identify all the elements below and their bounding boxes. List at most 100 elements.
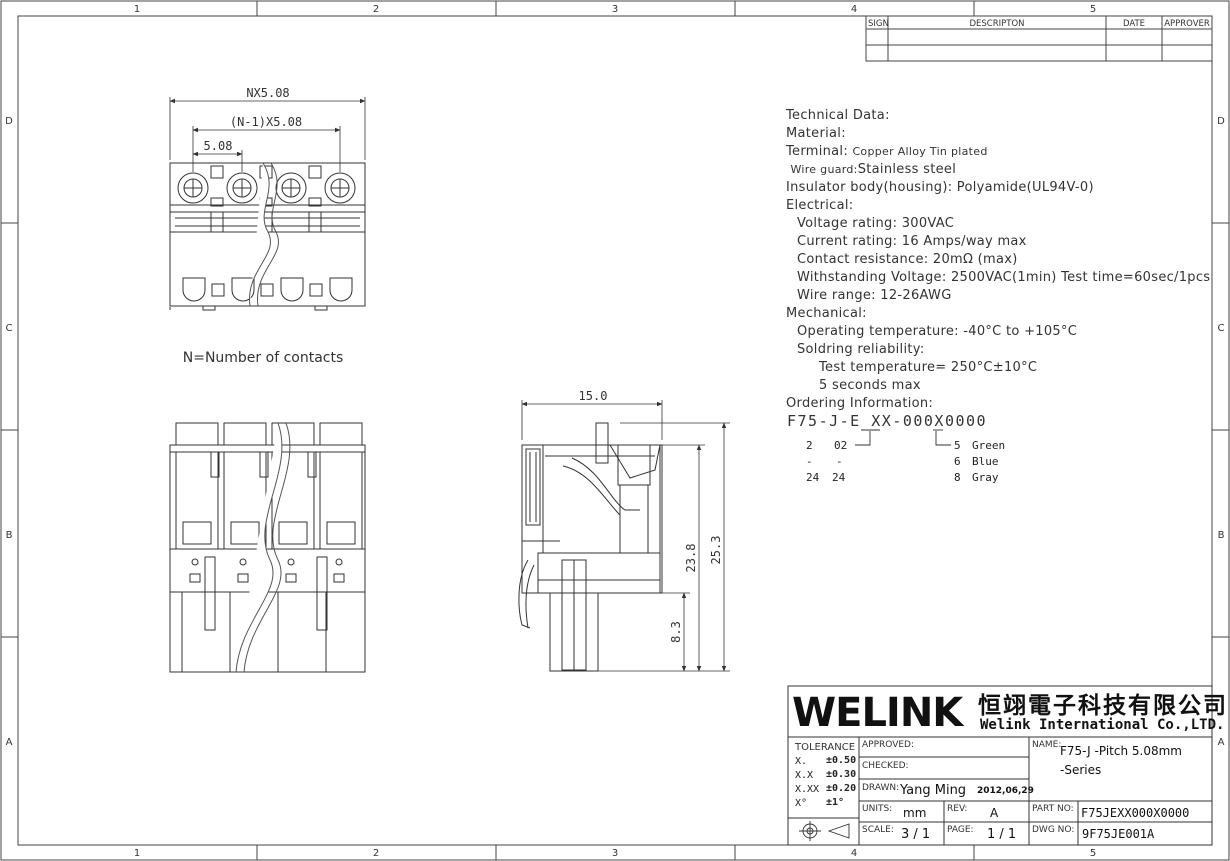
tech-seconds: 5 seconds max	[819, 378, 921, 393]
tech-electrical: Electrical:	[786, 198, 854, 213]
rev-header-sign: SIGN	[868, 19, 889, 29]
projection-symbol-icon	[799, 821, 850, 841]
col-label: 1	[134, 4, 140, 15]
drawn-by: Yang Ming	[900, 783, 967, 798]
count-min-a: 2	[806, 439, 813, 452]
tech-op-temp: Operating temperature: -40°C to +105°C	[797, 324, 1078, 339]
tech-material: Material:	[786, 126, 846, 141]
dim-pin: 8.3	[669, 621, 683, 643]
part-code: F75-J-E XX-000X0000	[787, 412, 988, 430]
tech-voltage: Voltage rating: 300VAC	[797, 216, 955, 231]
dwg-no-label: DWG NO:	[1032, 825, 1075, 835]
tech-ordering: Ordering Information:	[786, 396, 934, 411]
color-1: Green	[972, 439, 1006, 452]
count-dash-b: -	[836, 455, 843, 468]
tech-current: Current rating: 16 Amps/way max	[797, 234, 1027, 249]
col-label: 5	[1090, 848, 1096, 859]
tol-key: X.XX	[795, 784, 820, 795]
tol-key: X.X	[795, 770, 814, 781]
rev-header-approver: APPROVER	[1164, 19, 1210, 29]
tolerance-title: TOLERANCE	[795, 742, 856, 753]
dimensions-side	[521, 400, 730, 672]
tech-title: Technical Data:	[786, 108, 890, 123]
tol-value: ±0.50	[826, 755, 857, 766]
color-code-2: 6	[954, 455, 961, 468]
row-label: A	[1218, 737, 1225, 748]
drawn-date: 2012,06,29	[977, 786, 1034, 796]
rev-header-description: DESCRIPTON	[969, 19, 1024, 29]
row-label: D	[5, 116, 13, 127]
row-label: D	[1217, 116, 1225, 127]
page-label: PAGE:	[947, 825, 974, 835]
technical-data: Technical Data: Material: Terminal: Copp…	[786, 107, 1210, 413]
dwg-no-value: 9F75JE001A	[1082, 827, 1155, 841]
dim-nx: NX5.08	[246, 86, 289, 100]
front-cells	[175, 451, 363, 672]
col-label: 2	[373, 848, 379, 859]
color-3: Gray	[972, 471, 999, 484]
name-line-1: F75-J -Pitch 5.08mm	[1060, 744, 1182, 758]
col-label: 1	[134, 848, 140, 859]
dim-height-1: 23.8	[684, 544, 698, 573]
col-label: 2	[373, 4, 379, 15]
dim-height-2: 25.3	[709, 536, 723, 565]
row-label: C	[1218, 323, 1225, 334]
page-value: 1 / 1	[987, 827, 1017, 842]
tol-value: ±1°	[826, 797, 845, 808]
part-no-value: F75JEXX000X0000	[1081, 806, 1190, 820]
tech-insulator: Insulator body(housing): Polyamide(UL94V…	[786, 180, 1094, 195]
scale-value: 3 / 1	[901, 827, 931, 842]
tol-key: X°	[795, 798, 808, 809]
row-label: A	[6, 737, 13, 748]
checked-label: CHECKED:	[862, 761, 909, 771]
tech-test-temp: Test temperature= 250°C±10°C	[819, 360, 1038, 375]
name-line-2: -Series	[1060, 763, 1102, 777]
revision-table	[865, 15, 1213, 62]
tol-value: ±0.30	[826, 769, 857, 780]
company-name-cn: 恒翊電子科技有限公司	[978, 692, 1228, 719]
rev-header-date: DATE	[1123, 19, 1145, 29]
tech-soldering: Soldring reliability:	[797, 342, 925, 357]
frame-labels: 1 2 3 4 5 1 2 3 4 5 D C B A D C B A	[5, 4, 1225, 859]
tech-terminal: Terminal: Copper Alloy Tin plated	[786, 144, 988, 159]
dimensions-top	[169, 97, 366, 172]
row-label: C	[6, 323, 13, 334]
company-name-en: Welink International Co.,LTD.	[980, 717, 1225, 733]
drawn-label: DRAWN:	[862, 783, 900, 793]
col-label: 4	[851, 4, 857, 15]
color-code-1: 5	[954, 439, 961, 452]
row-label: B	[6, 530, 13, 541]
tech-wire-range: Wire range: 12-26AWG	[797, 288, 952, 303]
col-label: 4	[851, 848, 857, 859]
units-value: mm	[903, 806, 927, 820]
row-label: B	[1218, 530, 1225, 541]
front-view	[169, 422, 366, 673]
col-label: 3	[612, 4, 618, 15]
name-label: NAME:	[1032, 740, 1062, 750]
dim-n-minus-1: (N-1)X5.08	[230, 115, 302, 129]
approved-label: APPROVED:	[862, 740, 914, 750]
scale-label: SCALE:	[862, 825, 894, 835]
top-view	[169, 162, 366, 311]
col-label: 3	[612, 848, 618, 859]
side-view	[518, 422, 663, 672]
col-label: 5	[1090, 4, 1096, 15]
dim-width: 15.0	[579, 389, 608, 403]
company-logo: WELINK	[792, 690, 963, 736]
note-contacts: N=Number of contacts	[183, 350, 344, 366]
screw-holes	[177, 172, 356, 204]
rev-value: A	[990, 806, 999, 820]
count-max-b: 24	[832, 471, 846, 484]
tech-mechanical: Mechanical:	[786, 306, 867, 321]
tech-wire-guard: Wire guard:Stainless steel	[790, 162, 957, 177]
tol-key: X.	[795, 756, 808, 767]
units-label: UNITS:	[862, 804, 893, 814]
rev-label: REV:	[947, 804, 968, 814]
color-code-3: 8	[954, 471, 961, 484]
title-block	[787, 685, 1213, 846]
dim-pitch: 5.08	[204, 139, 233, 153]
ordering-markers	[855, 429, 951, 446]
count-dash-a: -	[806, 455, 813, 468]
